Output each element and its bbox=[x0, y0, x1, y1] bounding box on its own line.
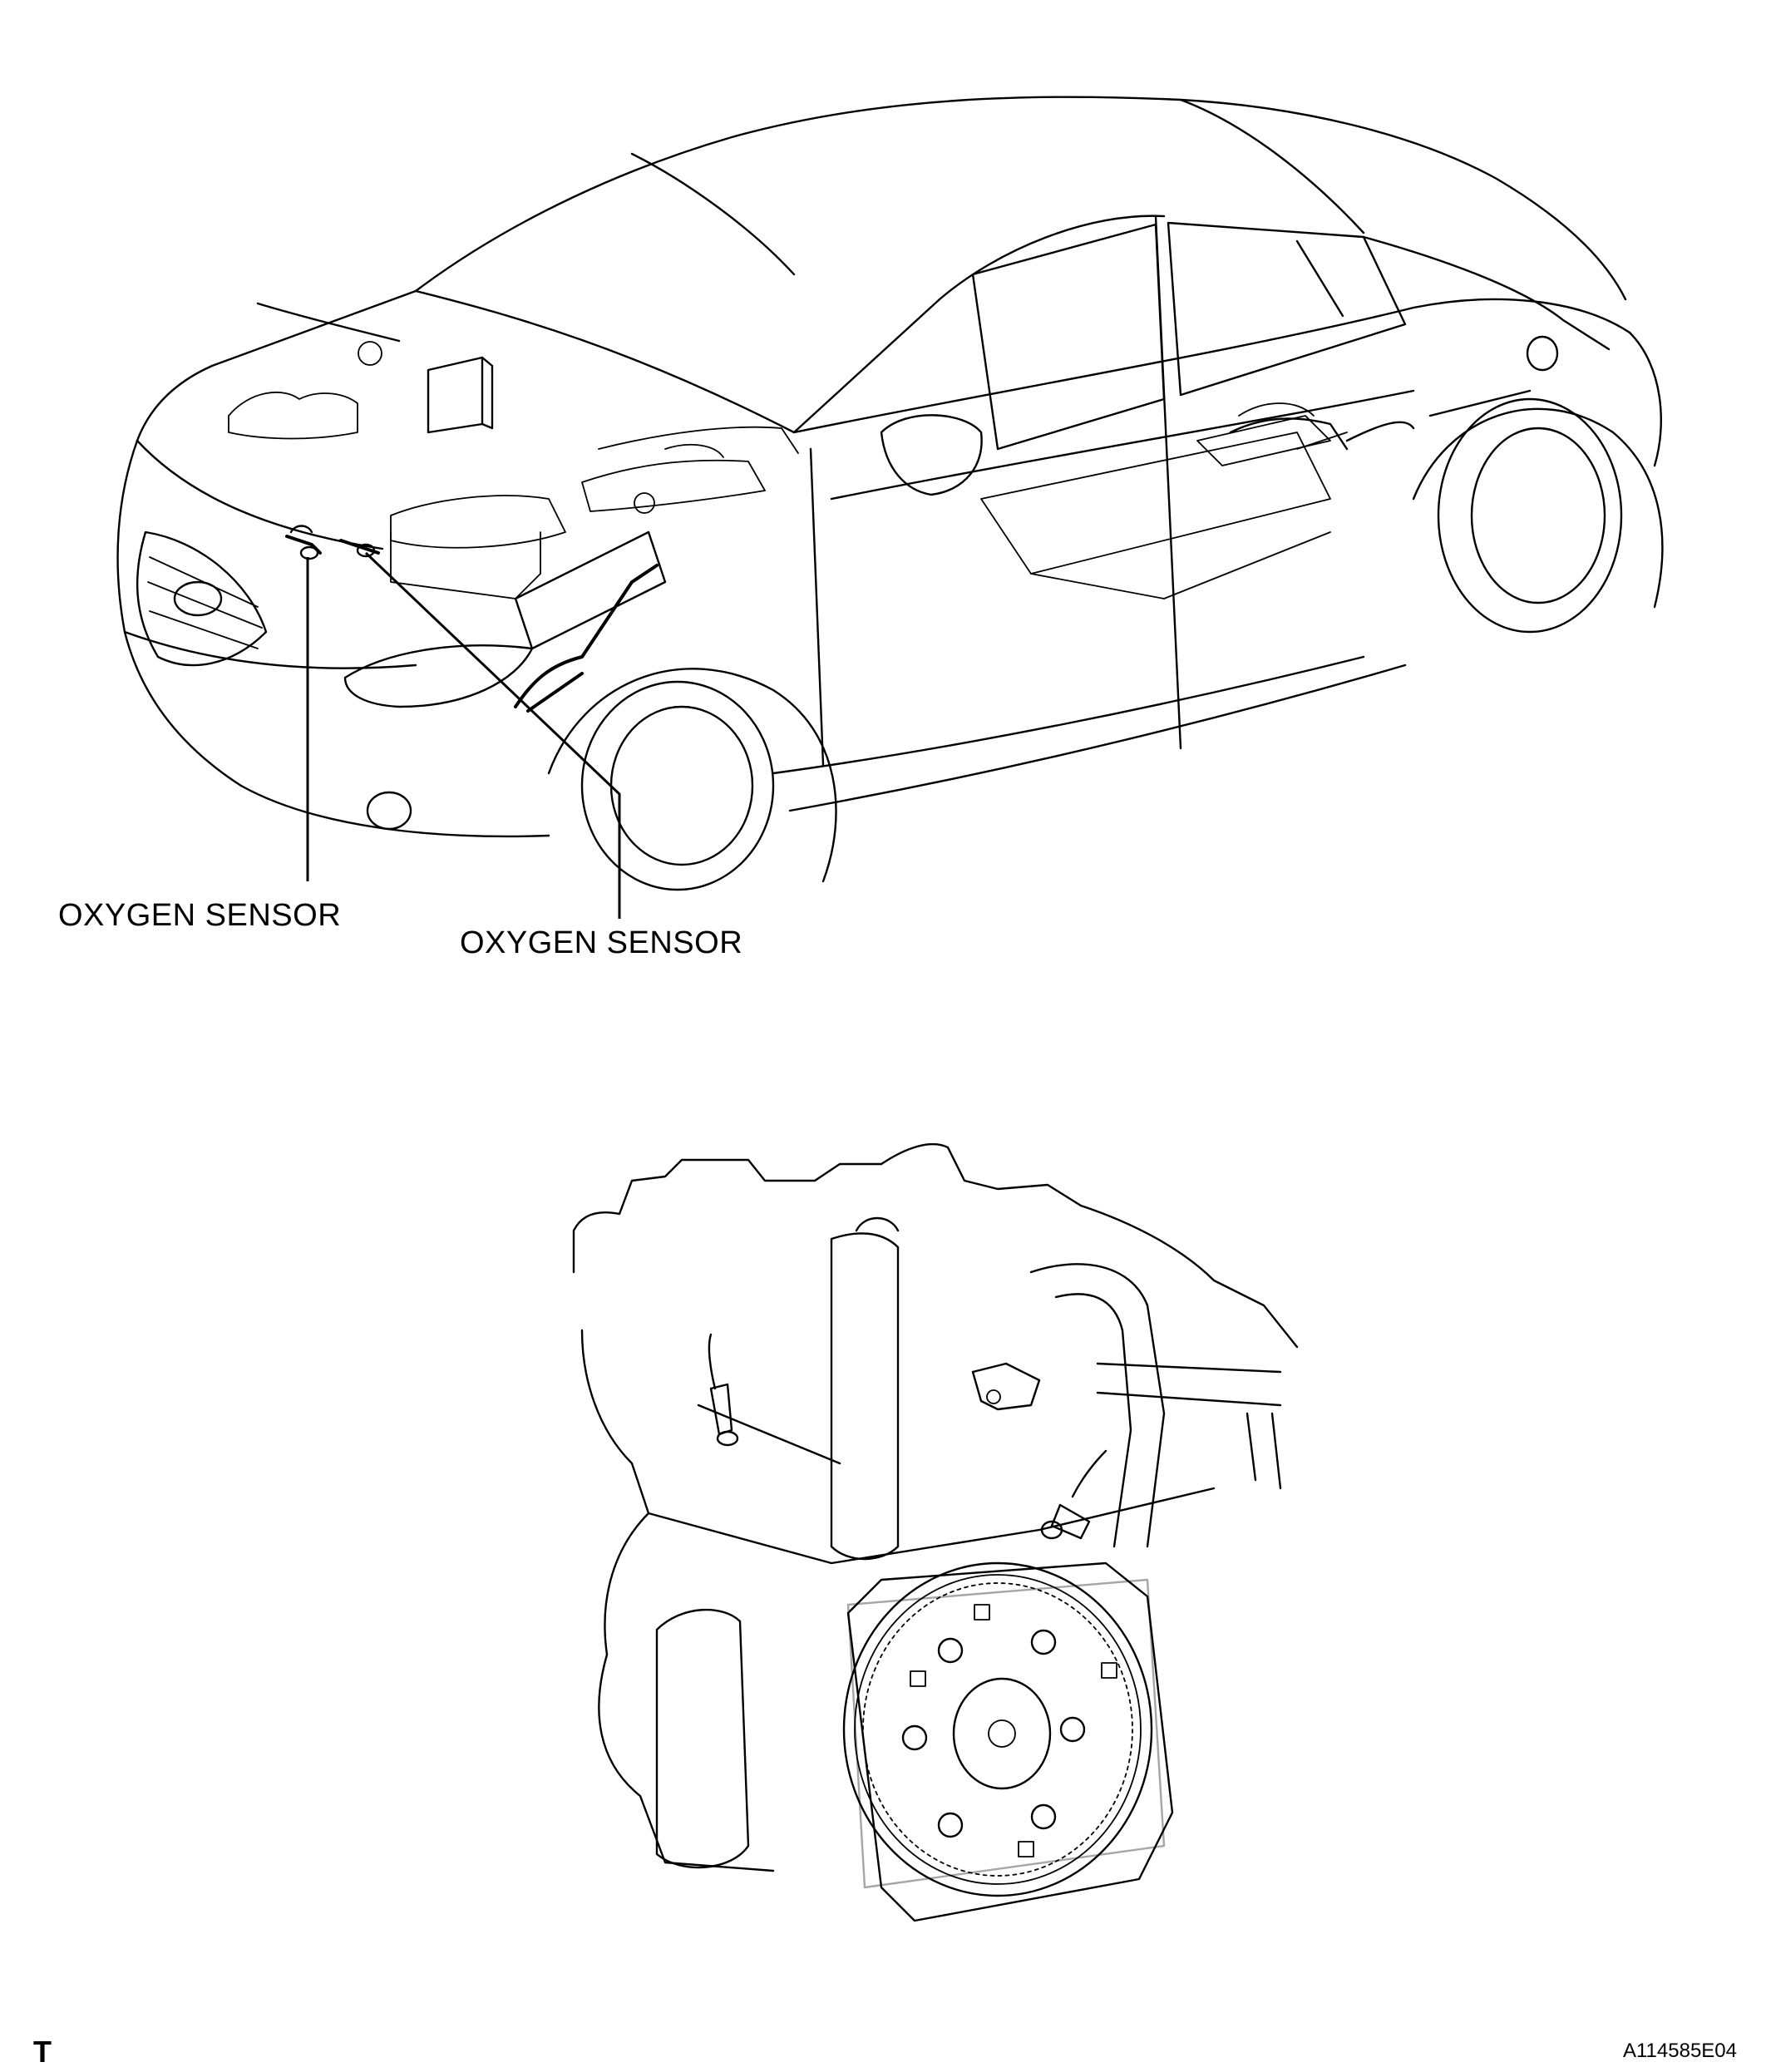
corner-mark: T bbox=[33, 2035, 52, 2069]
rear-oxygen-sensor-glyph bbox=[339, 539, 380, 558]
engine-illustration bbox=[572, 1142, 1299, 1922]
vehicle-illustration bbox=[116, 96, 1664, 891]
rear-oxygen-sensor-leader bbox=[364, 551, 621, 919]
figure-id: A114585E04 bbox=[1622, 2040, 1737, 2062]
front-oxygen-sensor-glyph bbox=[285, 525, 322, 560]
oxygen-sensor-label-front: OXYGEN SENSOR bbox=[58, 898, 342, 933]
oxygen-sensor-label-rear: OXYGEN SENSOR bbox=[460, 925, 743, 960]
